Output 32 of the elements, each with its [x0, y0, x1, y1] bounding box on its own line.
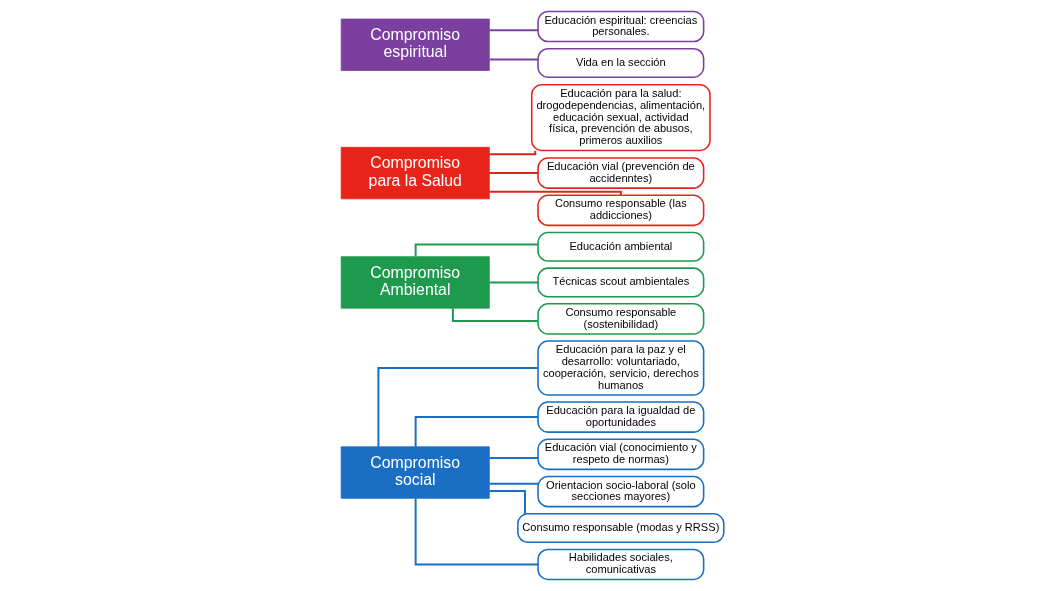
node-box: Compromiso social	[340, 446, 490, 499]
connector	[376, 367, 539, 448]
connector	[488, 482, 539, 485]
node-box: Compromiso Ambiental	[340, 256, 490, 309]
node-box: Vida en la sección	[536, 47, 704, 79]
node-box: Consumo responsable (las addicciones)	[536, 194, 704, 227]
node-box: Consumo responsable (modas y RRSS)	[516, 513, 725, 544]
connector	[488, 58, 539, 61]
connector	[488, 190, 622, 196]
node-box: Compromiso espiritual	[340, 18, 490, 71]
node-box: Educación para la igualdad de oportunidades	[536, 401, 704, 433]
node-box: Orientacion socio-laboral (solo secciones mayores)	[536, 475, 704, 508]
connector	[414, 243, 539, 258]
node-box: Técnicas scout ambientales	[536, 267, 704, 298]
node-box: Educación para la paz y el desarrollo: voluntariado, cooperación, servicio, derechos humanos	[536, 340, 704, 396]
node-box: Compromiso para la Salud	[340, 146, 490, 200]
connector	[414, 416, 539, 448]
connector	[488, 29, 539, 32]
connector	[488, 281, 539, 284]
connector	[488, 172, 539, 175]
node-box: Educación ambiental	[536, 231, 704, 262]
node-box: Habilidades sociales, comunicativas	[536, 548, 704, 581]
node-box: Educación para la salud: drogodependencias, alimentación, educación sexual, actividad física, prevención de abusos, primeros auxilios	[530, 83, 711, 152]
connector	[488, 149, 536, 156]
node-box: Educación vial (conocimiento y respeto de normas)	[536, 438, 704, 471]
node-box: Educación espiritual: creencias personales.	[536, 10, 704, 43]
connector	[487, 490, 526, 515]
node-box: Educación vial (prevención de accidenntes)	[536, 157, 704, 189]
node-box: Consumo responsable (sostenibilidad)	[536, 303, 704, 335]
connector	[451, 307, 539, 323]
connector	[414, 497, 539, 566]
connector	[488, 457, 539, 460]
